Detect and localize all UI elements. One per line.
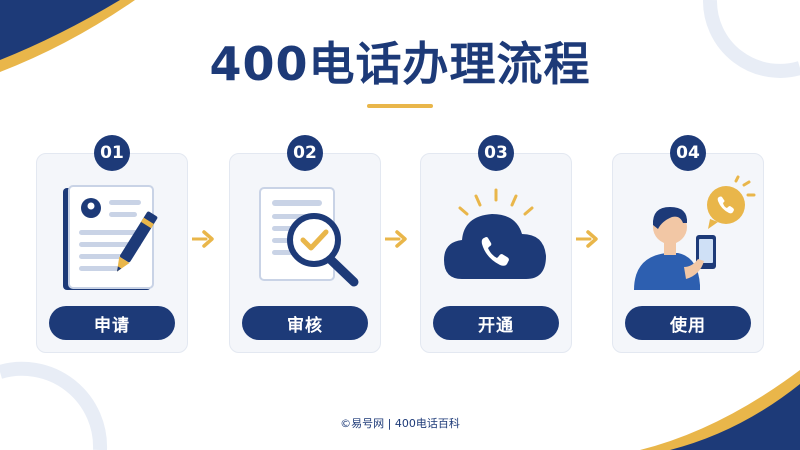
step-number-badge: 01 [94, 135, 130, 171]
top-right-arc-decoration [702, 0, 800, 78]
chevron-arrow-icon [576, 230, 598, 248]
step-number-badge: 04 [670, 135, 706, 171]
step-label: 申请 [49, 306, 175, 340]
bottom-right-corner-decoration [640, 370, 800, 450]
user-phone-icon [634, 175, 756, 290]
footer-credit: ©易号网 | 400电话百科 [340, 417, 460, 430]
page-title: 400电话办理流程 [209, 37, 591, 91]
bottom-left-arc-decoration [0, 361, 108, 450]
step-label: 使用 [625, 306, 751, 340]
chevron-arrow-icon [385, 230, 407, 248]
step-number-badge: 03 [478, 135, 514, 171]
top-left-corner-decoration [0, 0, 135, 72]
review-magnifier-icon [259, 187, 359, 287]
chevron-arrow-icon [192, 230, 214, 248]
title-underline [367, 104, 433, 108]
step-label: 开通 [433, 306, 559, 340]
step-number-badge: 02 [287, 135, 323, 171]
step-label: 审核 [242, 306, 368, 340]
cloud-phone-icon [444, 188, 546, 279]
application-form-icon [63, 185, 158, 290]
